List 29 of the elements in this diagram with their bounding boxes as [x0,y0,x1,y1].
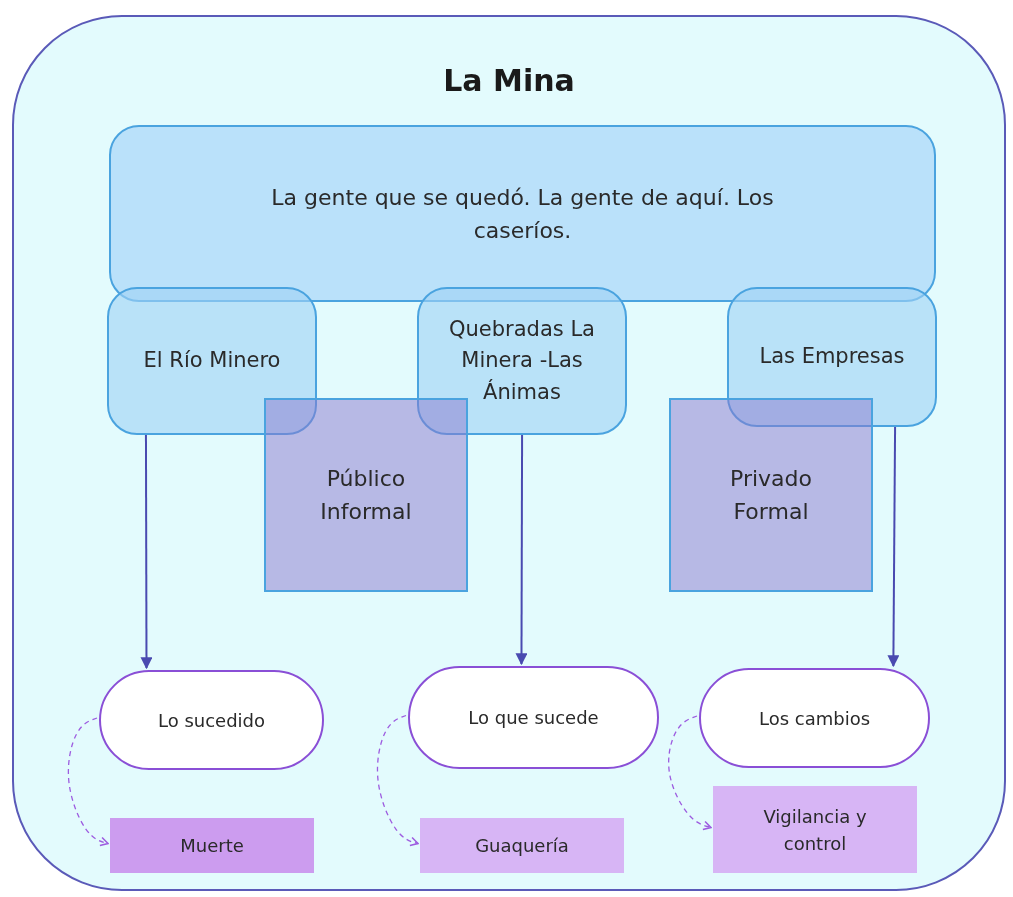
node-label: Privado Formal [729,465,813,526]
node-label: Quebradas La Minera -Las Ánimas [448,315,596,406]
rounded-box [727,287,937,427]
rounded-box [109,125,936,302]
node-label: Público Informal [319,465,413,526]
label-box [713,786,917,873]
dashed-arrow [67,717,109,847]
square-box [669,398,873,592]
node-label: La Mina [443,63,575,98]
square-box [264,398,468,592]
rounded-box [417,287,627,435]
dashed-arrow [668,715,712,831]
rounded-box [107,287,317,435]
arrow [515,432,528,666]
node-label: Muerte [180,834,244,858]
node-label: El Río Minero [143,347,281,375]
node-label: Lo que sucede [468,706,599,730]
node-label: La gente que se quedó. La gente de aquí. Los caseríos. [270,183,775,245]
node-label: Las Empresas [759,343,905,371]
label-box [420,818,624,873]
container-frame [12,15,1006,891]
label-box [110,818,314,873]
node-label: Guaquería [475,834,569,858]
node-label: Vigilancia y control [762,804,868,856]
arrow [140,432,153,670]
node-label: Lo sucedido [157,708,266,733]
dashed-arrow [376,714,419,847]
arrow [887,424,900,668]
node-label: Los cambios [758,706,871,731]
